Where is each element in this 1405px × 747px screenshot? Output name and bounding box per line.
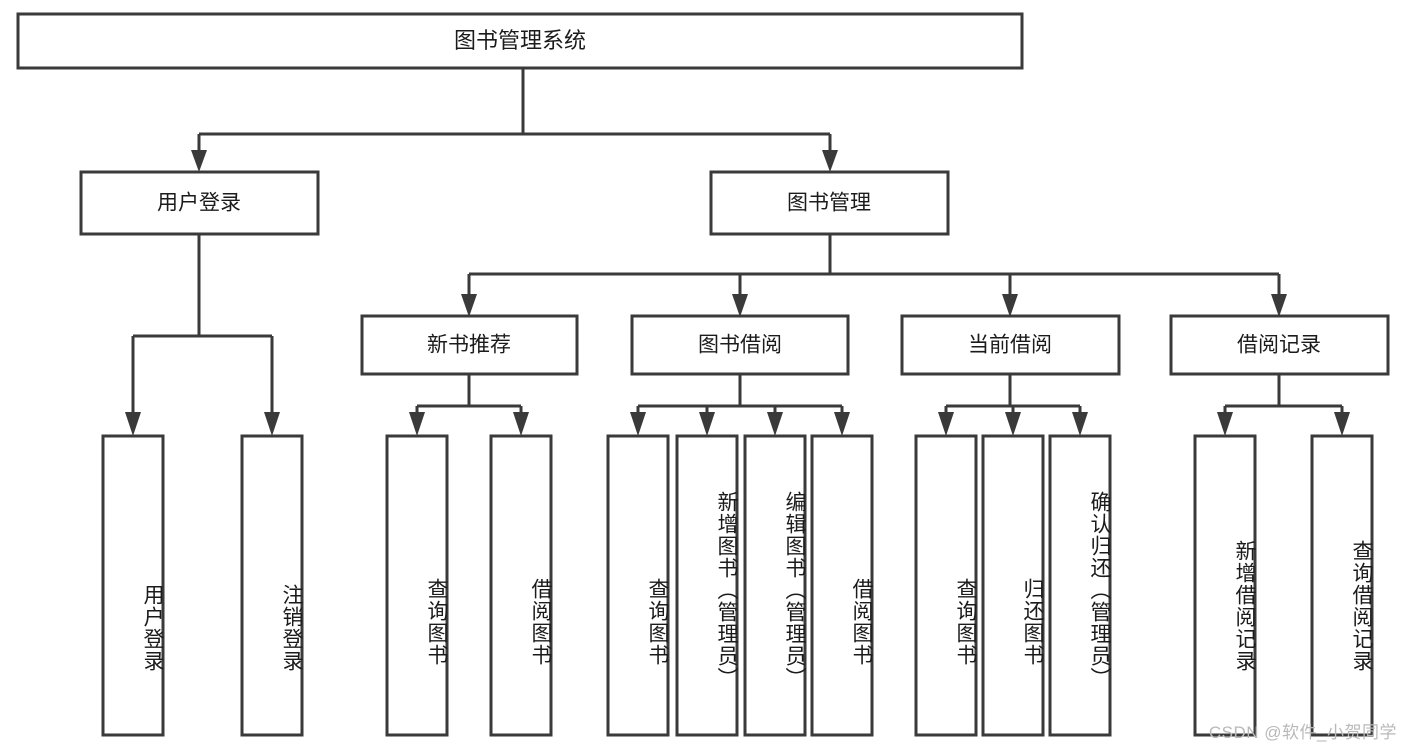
connector-group-book-borrow bbox=[630, 374, 850, 436]
connector-group-root bbox=[191, 68, 838, 172]
connector-group-new-book-rec bbox=[409, 374, 529, 436]
leaf-query-book-c-box[interactable] bbox=[914, 434, 978, 737]
leaf-confirm-return-admin-box[interactable] bbox=[1048, 434, 1112, 737]
leaf-user-login-box[interactable] bbox=[101, 434, 165, 737]
node-book-borrow-box[interactable] bbox=[630, 314, 850, 376]
node-book-manage-label: 图书管理 bbox=[787, 192, 871, 215]
node-current-borrow-box[interactable] bbox=[900, 314, 1121, 376]
arrow-head-icon bbox=[191, 150, 207, 172]
leaf-add-book-admin-box[interactable] bbox=[675, 434, 739, 737]
arrow-head-icon bbox=[1002, 294, 1018, 317]
arrow-head-icon bbox=[1072, 412, 1088, 436]
leaf-query-borrow-record-box[interactable] bbox=[1310, 434, 1374, 737]
node-borrow-record-label: 借阅记录 bbox=[1237, 334, 1321, 357]
node-new-book-rec-label: 新书推荐 bbox=[427, 334, 511, 357]
watermark-text: CSDN @软件_小贺同学 bbox=[1208, 723, 1397, 742]
arrow-head-icon bbox=[264, 412, 280, 436]
arrow-head-icon bbox=[461, 294, 477, 317]
arrow-head-icon bbox=[822, 150, 838, 172]
node-book-borrow-label: 图书借阅 bbox=[698, 334, 782, 357]
arrow-head-icon bbox=[938, 412, 954, 436]
arrow-head-icon bbox=[1271, 294, 1287, 317]
leaf-add-borrow-record-box[interactable] bbox=[1193, 434, 1257, 737]
leaf-query-book-b-box[interactable] bbox=[606, 434, 670, 737]
node-root-label: 图书管理系统 bbox=[454, 28, 586, 53]
node-current-borrow-label: 当前借阅 bbox=[968, 334, 1052, 357]
node-new-book-rec-box[interactable] bbox=[360, 314, 579, 376]
arrow-head-icon bbox=[699, 412, 715, 436]
node-borrow-record-box[interactable] bbox=[1169, 314, 1390, 376]
leaf-query-book-a-box[interactable] bbox=[385, 434, 449, 737]
leaf-borrow-book-a-box[interactable] bbox=[489, 434, 553, 737]
arrow-head-icon bbox=[630, 412, 646, 436]
connector-group-current-borrow bbox=[938, 374, 1088, 436]
connector-group-user-login bbox=[125, 234, 280, 436]
arrow-head-icon bbox=[125, 412, 141, 436]
arrow-head-icon bbox=[409, 412, 425, 436]
leaf-borrow-book-b-box[interactable] bbox=[810, 434, 874, 737]
arrow-head-icon bbox=[513, 412, 529, 436]
connector-group-borrow-record bbox=[1217, 374, 1350, 436]
connector-group-book-manage bbox=[461, 234, 1287, 317]
arrow-head-icon bbox=[767, 412, 783, 436]
node-root-box[interactable] bbox=[16, 12, 1024, 70]
node-book-manage-box[interactable] bbox=[709, 170, 950, 236]
arrow-head-icon bbox=[1005, 412, 1021, 436]
arrow-head-icon bbox=[1334, 412, 1350, 436]
leaf-edit-book-admin-box[interactable] bbox=[743, 434, 807, 737]
arrow-head-icon bbox=[1217, 412, 1233, 436]
leaf-return-book-box[interactable] bbox=[981, 434, 1045, 737]
node-user-login-label: 用户登录 bbox=[157, 192, 241, 215]
arrow-head-icon bbox=[834, 412, 850, 436]
arrow-head-icon bbox=[732, 294, 748, 317]
leaf-logout-box[interactable] bbox=[240, 434, 304, 737]
node-user-login-box[interactable] bbox=[79, 170, 320, 236]
